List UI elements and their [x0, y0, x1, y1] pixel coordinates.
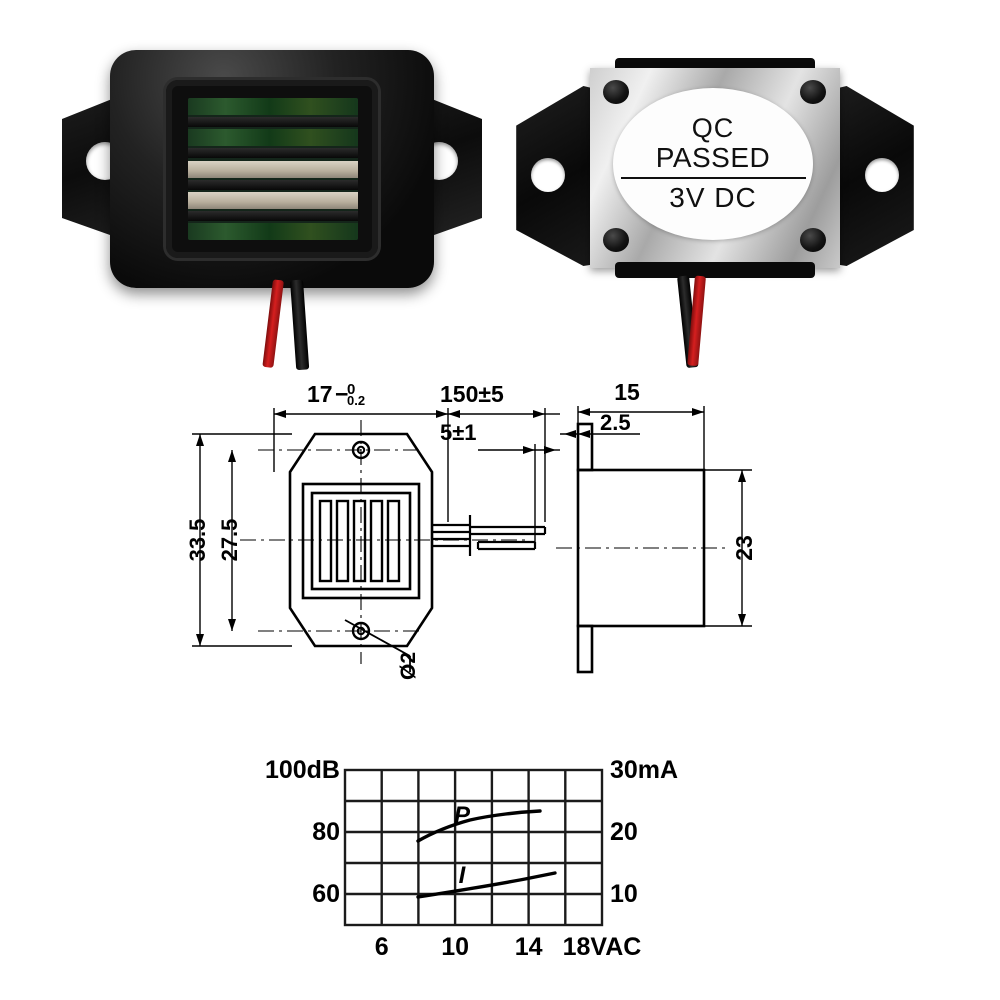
dimension-lead-150: [448, 408, 560, 522]
chart-x-tick-6: 6: [375, 933, 389, 961]
dim-text-hole-dia: Ø2: [397, 652, 420, 680]
drawing-grille-slot: [318, 499, 333, 583]
dimension-height-33-5: [192, 433, 292, 647]
chart-left-axis-top-label: 100dB: [265, 756, 340, 784]
front-view-body: [288, 432, 434, 648]
chart-series-P: [416, 809, 542, 843]
drawing-grille-slot: [352, 499, 367, 583]
dim-text-width-tol-lower: 0.2: [347, 393, 365, 408]
chart-right-axis-tick-10: 10: [610, 880, 638, 908]
centre-lines: [240, 420, 530, 664]
qc-passed-label: QC PASSED 3V DC: [613, 88, 813, 240]
grille-slot: [188, 223, 358, 240]
photo-back-label-view: QC PASSED 3V DC: [505, 58, 925, 369]
dimension-depth-15: [577, 406, 705, 470]
chart-annotation-P: P: [454, 802, 471, 829]
grille-slots: [188, 98, 358, 240]
chart-series-I: [416, 871, 557, 899]
dim-text-strip-length: 5±1: [440, 420, 477, 445]
drawing-grille-slot: [369, 499, 384, 583]
grille-bar: [188, 179, 358, 190]
chart-x-tick-18: 18VAC: [563, 933, 642, 961]
wire-red: [262, 279, 284, 369]
dim-text-width-minus: −: [335, 381, 348, 407]
chart-grid: [343, 768, 604, 927]
wire-exit-stub: [432, 515, 472, 556]
label-divider: [620, 176, 806, 179]
label-line-voltage: 3V DC: [669, 181, 757, 213]
grille-bar: [188, 148, 358, 159]
drawing-grille-slot: [386, 499, 401, 583]
chart-x-tick-14: 14: [515, 933, 543, 961]
chart-x-tick-10: 10: [441, 933, 469, 961]
dim-text-side-depth: 15: [614, 379, 640, 405]
grille-slot: [188, 98, 358, 115]
dimension-height-27-5: [228, 450, 236, 631]
dimension-strip-5: [478, 444, 560, 542]
mounting-hole-left: [531, 158, 565, 192]
buzzer-housing: [110, 50, 434, 288]
dimension-width-17: [273, 408, 449, 522]
dim-text-lead-length: 150±5: [440, 381, 504, 407]
chart-left-axis-tick-80: 80: [312, 818, 340, 846]
grille-slot: [188, 129, 358, 147]
grille-slot-metal: [188, 160, 358, 178]
rivet-bottom-right: [800, 228, 826, 252]
rivet-top-left: [603, 80, 629, 104]
lead-wires: [470, 525, 547, 551]
chart-annotation-I: I: [459, 862, 467, 889]
performance-chart: 100dB 80 60 30mA 20 10 6 10 14 18VAC P I: [0, 740, 1000, 1000]
chart-right-axis-top-label: 30mA: [610, 756, 678, 784]
grille-recess: [166, 80, 378, 258]
dim-text-body-height: 27.5: [217, 519, 242, 562]
dim-text-overall-height: 33.5: [185, 519, 210, 562]
dimension-flange-2-5: [560, 428, 640, 470]
drawing-grille-slot: [335, 499, 350, 583]
dim-text-side-height: 23: [731, 535, 757, 561]
dimension-hole-dia: [344, 619, 411, 672]
rivet-top-right: [800, 80, 826, 104]
dim-text-flange-thickness: 2.5: [600, 410, 631, 435]
dim-text-width-tol-upper: 0: [347, 381, 355, 398]
mounting-hole-right: [865, 158, 899, 192]
grille-bar: [188, 210, 358, 221]
dim-text-width: 17: [307, 381, 333, 407]
dimension-side-height-23: [700, 469, 752, 627]
chart-left-axis-tick-60: 60: [312, 880, 340, 908]
wire-black: [290, 279, 310, 371]
grille-slot-metal: [188, 191, 358, 209]
chart-right-axis-tick-20: 20: [610, 818, 638, 846]
rivet-bottom-left: [603, 228, 629, 252]
grille-bar: [188, 117, 358, 128]
product-photos: QC PASSED 3V DC: [0, 0, 1000, 371]
buzzer-front-body: [62, 50, 482, 290]
technical-drawing: 17 − 0 0.2 150±5 5±1 33.5 27.5 Ø2 15 2.5…: [0, 372, 1000, 732]
label-line-passed: PASSED: [655, 142, 771, 174]
housing-bottom-edge: [615, 262, 815, 278]
photo-front-grille-view: [62, 42, 482, 371]
label-line-qc: QC: [691, 113, 735, 144]
